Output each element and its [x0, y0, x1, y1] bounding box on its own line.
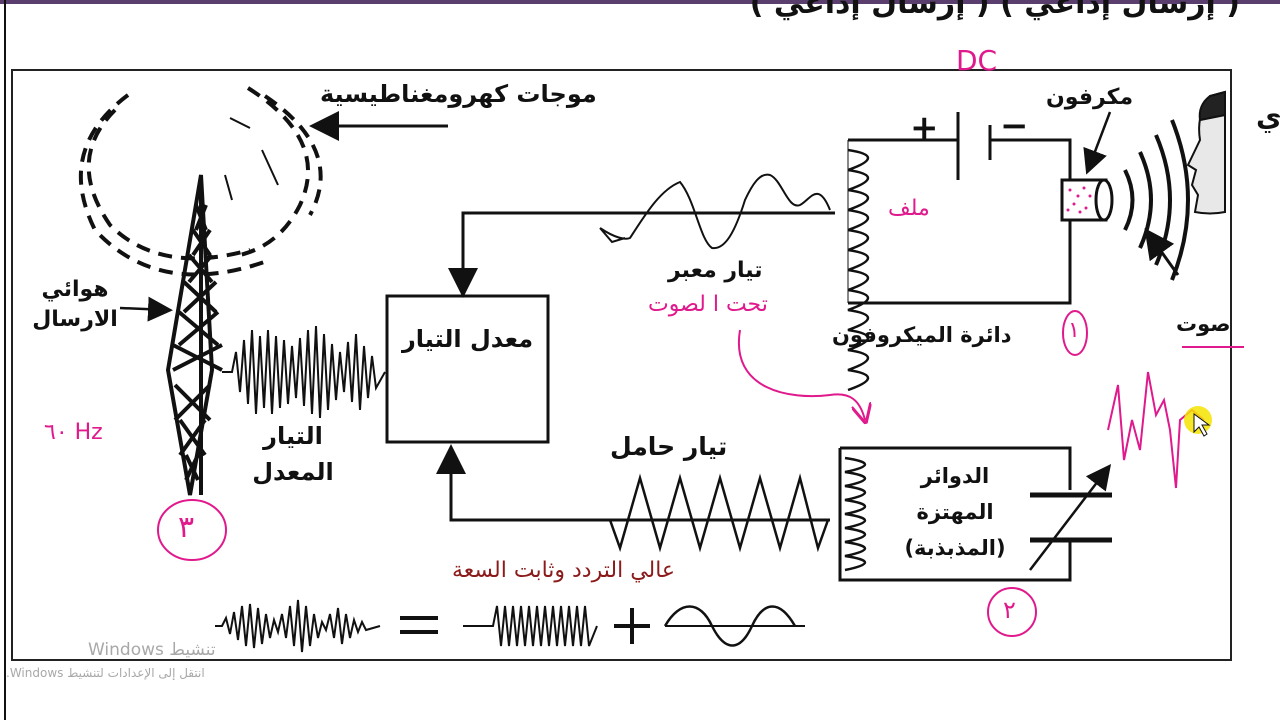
em-waves: [78, 86, 323, 277]
windows-activation-title: تنشيط Windows: [88, 640, 216, 660]
sound-arrow: [1144, 228, 1180, 276]
dc-annotation: DC: [956, 44, 998, 77]
equation-audio-wave: [663, 605, 797, 647]
carrier-path: [436, 444, 830, 522]
windows-activation-subtitle: انتقل إلى الإعدادات لتنشيط Windows.: [6, 666, 205, 680]
page-title: ( إرسال إذاعي ) ( إرسال إذاعي ): [749, 0, 1240, 21]
em-waves-label: موجات كهرومغناطيسية: [320, 80, 597, 108]
pink-signal-sketch: [1107, 371, 1205, 489]
face-icon: [1186, 90, 1226, 215]
carrier-note-annotation: عالي التردد وثابت السعة: [452, 558, 676, 583]
pink-annotations: [157, 310, 1244, 637]
audio-waveform: [599, 173, 831, 250]
number-1-annotation: ١: [1068, 318, 1080, 343]
microphone-label: مكرفون: [1046, 85, 1134, 110]
modulator-label: معدل التيار: [401, 325, 534, 353]
audio-current-label: تيار معبر: [668, 258, 763, 283]
carrier-current-label: تيار حامل: [610, 432, 728, 461]
sound-waves: [1123, 119, 1190, 281]
equation-carrier-wave: [463, 605, 598, 647]
sound-label: صوت: [1176, 312, 1231, 336]
modulator-box: [385, 294, 550, 444]
top-bar: [0, 0, 1280, 4]
oscillating-circuits-label: الدوائر المهتزة (المذبذبة): [904, 464, 1006, 560]
em-waves-inner: [224, 117, 279, 201]
microphone-coil: [847, 148, 870, 392]
modulated-wave: [222, 325, 386, 419]
microphone-icon: [1060, 178, 1114, 222]
coil-annotation: ملف: [888, 196, 930, 221]
mic-circuit-label: دائرة الميكروفون: [832, 323, 1012, 347]
cursor-icon: [1184, 406, 1212, 437]
oscillator-circuit: [838, 446, 1112, 582]
antenna-tower: [165, 174, 223, 496]
equation-equals: [400, 616, 438, 634]
antenna-label-arrow: [119, 296, 173, 322]
battery-minus: −: [1000, 106, 1029, 146]
microphone-circuit: [847, 112, 1072, 305]
diagram-frame: [11, 69, 1232, 661]
oscillator-coil: [844, 456, 867, 572]
carrier-wave: [608, 473, 830, 553]
side-text-top-right: ي: [1256, 100, 1280, 133]
audio-note-annotation: تحت ا لصوت: [648, 292, 768, 317]
left-border-line: [4, 0, 6, 720]
hz-annotation: ٦٠ Hz: [44, 420, 103, 445]
audio-path: [448, 211, 835, 298]
equation-plus: [614, 608, 650, 644]
number-2-annotation: ٢: [1003, 596, 1016, 624]
battery-plus: +: [910, 108, 939, 148]
equation-modulated-wave: [215, 599, 381, 653]
modulated-current-label: التيار المعدل: [252, 422, 334, 486]
antenna-label: هوائي الارسال: [32, 277, 118, 332]
microphone-label-arrow: [1083, 111, 1112, 175]
number-3-annotation: ٣: [178, 510, 195, 545]
